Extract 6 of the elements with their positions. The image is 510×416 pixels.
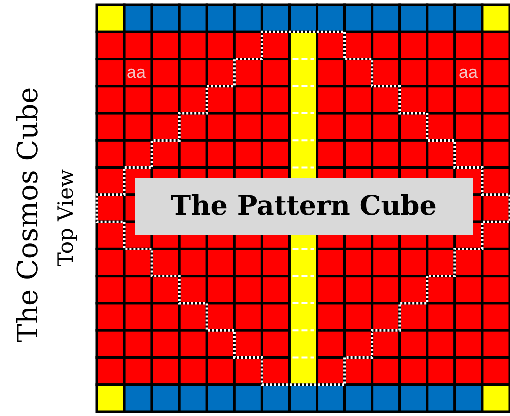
- title-text: The Cosmos Cube: [12, 87, 44, 343]
- title-banner: [135, 178, 473, 235]
- cell-label: aa: [127, 64, 146, 81]
- subtitle-text: Top View: [54, 169, 78, 267]
- banner-text: The Pattern Cube: [171, 191, 437, 222]
- cell-label: aa: [459, 64, 478, 81]
